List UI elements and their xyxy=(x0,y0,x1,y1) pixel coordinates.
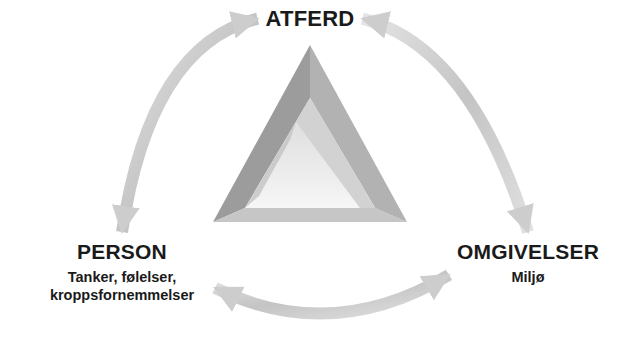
curved-double-arrow xyxy=(215,275,449,314)
triangle-facet xyxy=(296,98,375,208)
concept-node: ATFERD xyxy=(266,6,355,31)
node-description: Tanker, følelser, kroppsfornemmelser xyxy=(37,269,207,304)
curved-double-arrow xyxy=(362,19,528,232)
node-description: Miljø xyxy=(457,269,599,286)
triangle-hole xyxy=(245,98,375,208)
curved-double-arrow xyxy=(122,19,258,232)
node-heading: OMGIVELSER xyxy=(457,240,599,264)
triangle-band xyxy=(213,208,407,222)
concept-node: PERSON Tanker, følelser, kroppsfornemmels… xyxy=(37,240,207,304)
triangle-facet xyxy=(245,122,296,208)
concept-node: OMGIVELSER Miljø xyxy=(457,240,599,287)
node-heading: PERSON xyxy=(37,240,207,264)
node-heading: ATFERD xyxy=(266,6,355,31)
